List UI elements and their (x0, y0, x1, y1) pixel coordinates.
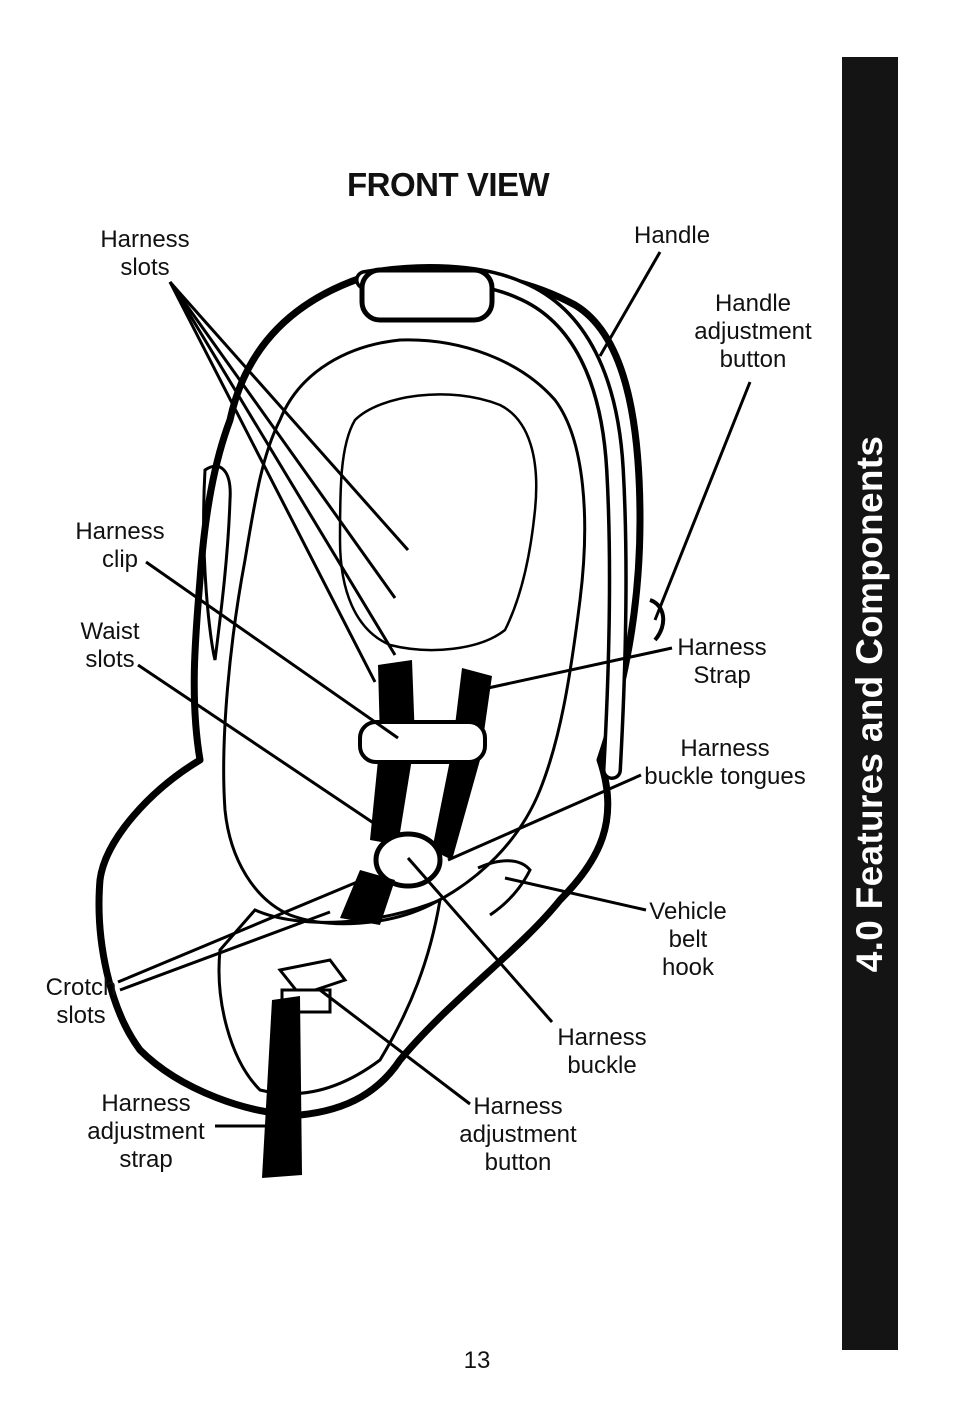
label-harness-strap: Harness Strap (677, 634, 767, 689)
label-harness-adjustment-strap: Harness adjustment strap (87, 1090, 205, 1173)
label-harness-buckle: Harness buckle (557, 1024, 647, 1079)
harness-adjustment-strap (262, 996, 302, 1178)
label-harness-adjustment-button: Harness adjustment button (459, 1093, 577, 1176)
label-crotch-slots: Crotch slots (45, 974, 117, 1029)
crotch-strap (340, 870, 395, 925)
harness-clip (358, 720, 487, 764)
label-harness-slots: Harness slots (100, 226, 190, 281)
label-handle-adjustment-button: Handle adjustment button (694, 290, 812, 373)
handle-adjustment-button (649, 598, 666, 642)
section-tab: 4.0 Features and Components (842, 57, 898, 1350)
leader-lines (117, 251, 752, 1128)
label-vehicle-belt-hook: Vehicle belt hook (649, 898, 727, 981)
side-wing-left (202, 464, 232, 661)
label-harness-buckle-tongues: Harness buckle tongues (644, 735, 806, 790)
page-number: 13 (463, 1347, 491, 1374)
headrest-outline (338, 393, 538, 652)
harness-adjustment-button (277, 958, 348, 997)
vehicle-belt-hook (477, 859, 532, 917)
page-title: FRONT VIEW (347, 166, 550, 203)
seat-shell-outline (95, 266, 644, 1119)
seat-pad-outline (222, 338, 587, 926)
label-waist-slots: Waist slots (80, 618, 140, 673)
label-handle: Handle (634, 222, 711, 249)
handle-grip (359, 267, 495, 323)
label-harness-clip: Harness clip (75, 518, 165, 573)
